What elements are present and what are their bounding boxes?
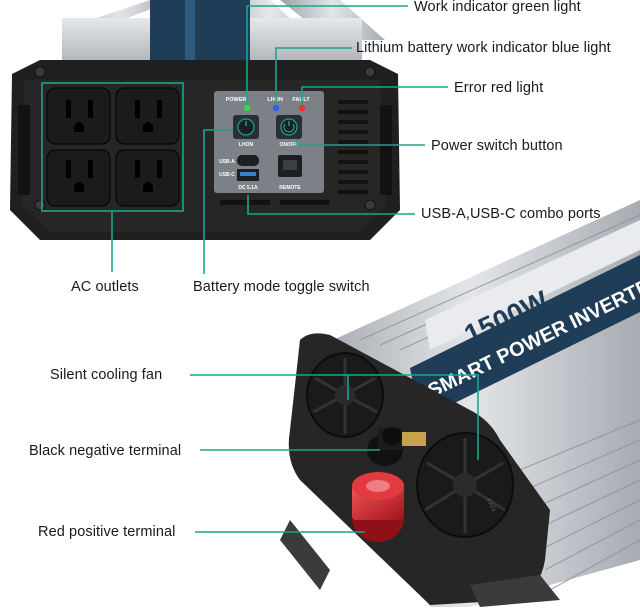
mode-button-label: LHON xyxy=(239,142,254,148)
callout-battery-toggle: Battery mode toggle switch xyxy=(193,279,370,295)
usb-a-label: USB-A xyxy=(219,159,235,165)
power-switch-button[interactable]: ON/OFF xyxy=(276,115,302,148)
ac-outlet-3 xyxy=(46,149,111,207)
usb-c-port[interactable] xyxy=(237,155,259,166)
callout-work-indicator: Work indicator green light xyxy=(414,0,581,15)
bottom-inverter: 1500W SMART POWER INVERTER FAN xyxy=(280,200,640,607)
ac-outlet-2 xyxy=(115,87,180,145)
callout-power-switch: Power switch button xyxy=(431,138,563,154)
callout-leader-lines xyxy=(111,5,479,533)
callout-positive-terminal: Red positive terminal xyxy=(38,524,176,540)
leader-work-indicator xyxy=(246,5,408,105)
remote-port[interactable]: REMOTE xyxy=(278,155,302,191)
cooling-fan-upper xyxy=(306,352,384,438)
callout-cooling-fan: Silent cooling fan xyxy=(50,367,163,383)
leader-power-switch xyxy=(296,139,425,146)
lithium-indicator-blue-light xyxy=(272,104,280,112)
top-inverter: POWER LHON FAULT LHON ON/OFF xyxy=(10,0,400,240)
callout-lithium-indicator: Lithium battery work indicator blue ligh… xyxy=(356,40,611,56)
red-positive-terminal xyxy=(352,472,404,542)
leader-cooling-fan xyxy=(190,374,479,460)
error-red-light xyxy=(298,104,306,112)
callout-negative-terminal: Black negative terminal xyxy=(29,443,182,459)
control-panel: POWER LHON FAULT LHON ON/OFF xyxy=(214,91,324,193)
usb-ports: USB-A USB-C DC 5.1A xyxy=(219,155,259,191)
battery-mode-toggle-button[interactable]: LHON xyxy=(233,115,259,148)
usb-c-label: USB-C xyxy=(219,172,235,178)
callout-usb-ports: USB-A,USB-C combo ports xyxy=(421,206,601,222)
product-label-panel xyxy=(410,255,640,420)
ac-outlets xyxy=(46,87,180,207)
ac-outlet-1 xyxy=(46,87,111,145)
top-label-strip xyxy=(150,0,250,62)
leader-battery-toggle xyxy=(203,129,233,274)
lihon-label: LHON xyxy=(267,97,283,103)
onoff-label: ON/OFF xyxy=(280,142,299,148)
leader-lithium-indicator xyxy=(275,47,352,105)
ac-outlet-4 xyxy=(115,149,180,207)
dc-rating-label: DC 5.1A xyxy=(238,185,258,191)
leader-error-light xyxy=(301,86,448,105)
leader-usb-ports xyxy=(247,195,415,215)
black-negative-terminal xyxy=(367,427,426,466)
remote-label: REMOTE xyxy=(279,185,301,191)
cooling-fan-lower: FAN xyxy=(416,432,514,538)
power-label: POWER xyxy=(226,97,247,103)
work-indicator-green-light xyxy=(243,104,251,112)
callout-ac-outlets: AC outlets xyxy=(71,279,139,295)
callout-error-light: Error red light xyxy=(454,80,544,96)
